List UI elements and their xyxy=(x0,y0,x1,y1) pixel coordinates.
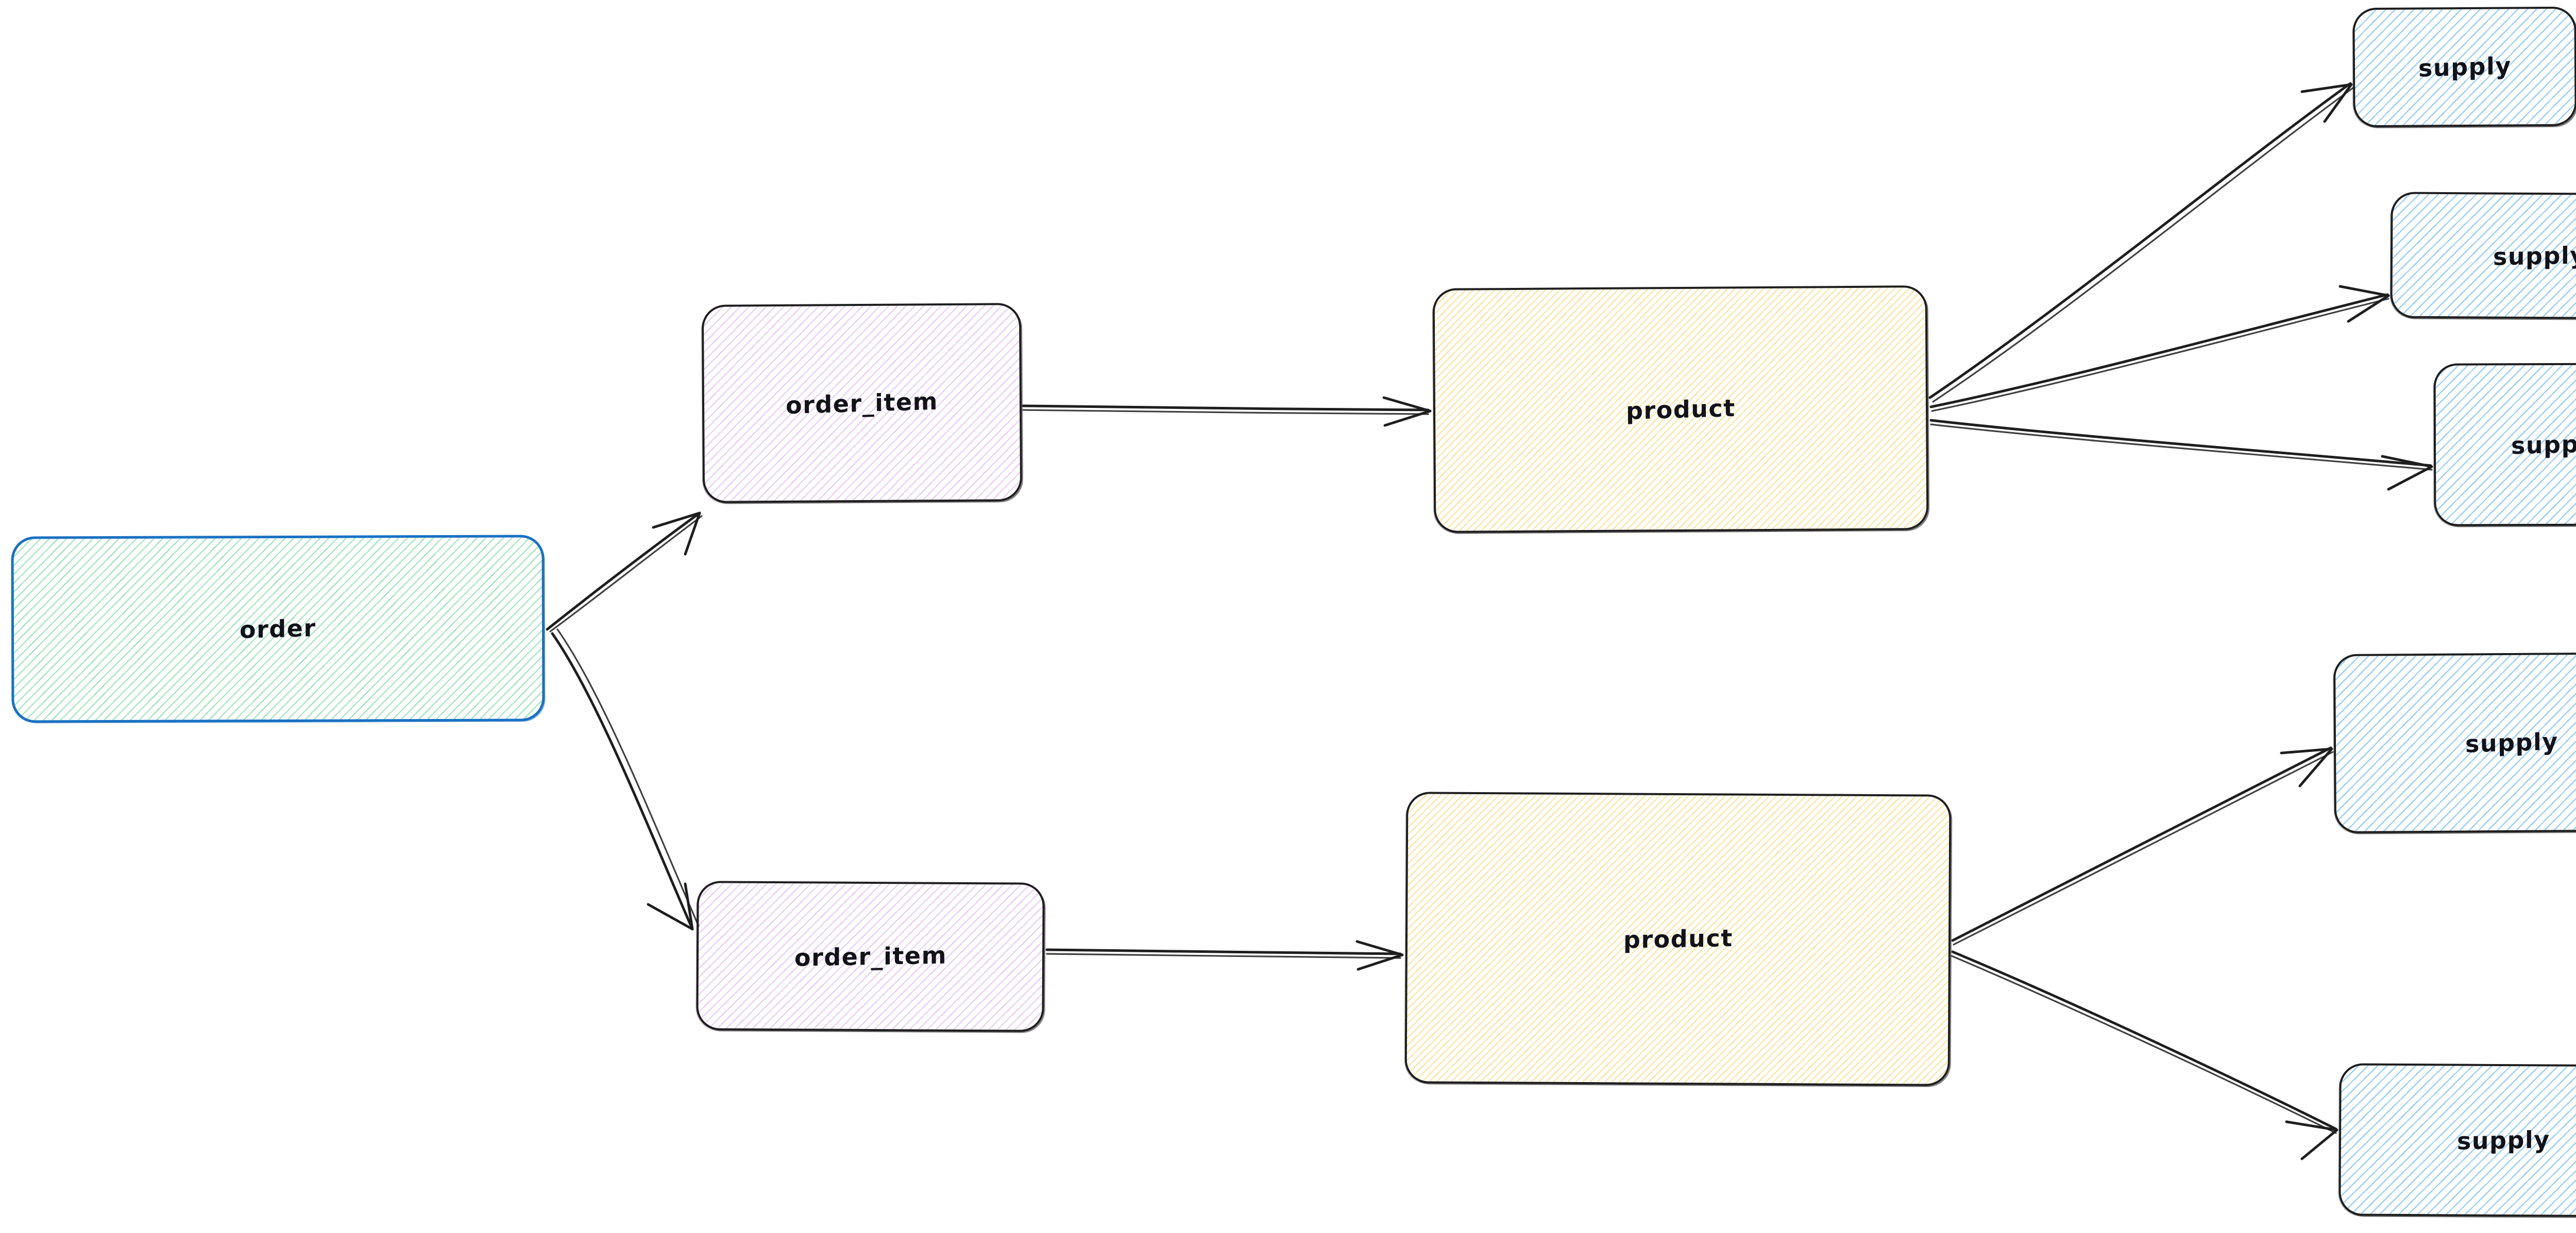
node-product_2[interactable]: product xyxy=(1404,792,1952,1086)
edge-product-2-to-supply-5 xyxy=(1951,950,2338,1160)
node-label: supply xyxy=(2511,429,2576,460)
node-order_item_2[interactable]: order_item xyxy=(696,881,1045,1032)
node-label: order_item xyxy=(785,387,939,419)
node-label: supply xyxy=(2493,241,2576,271)
node-label: order_item xyxy=(794,941,947,972)
node-label: supply xyxy=(2465,727,2558,758)
node-supply_4[interactable]: supply xyxy=(2333,652,2576,834)
edge-product-1-to-supply-1 xyxy=(1928,82,2354,403)
edge-product-2-to-supply-4 xyxy=(1951,746,2334,946)
node-label: supply xyxy=(2418,52,2512,82)
node-product_1[interactable]: product xyxy=(1432,285,1929,533)
node-order[interactable]: order xyxy=(11,535,545,723)
edge-product-1-to-supply-2 xyxy=(1929,285,2390,412)
node-label: product xyxy=(1623,924,1733,954)
edge-order-item-2-to-product-2 xyxy=(1045,940,1404,971)
edge-order-to-order-item-1 xyxy=(546,511,703,632)
node-label: supply xyxy=(2456,1125,2550,1155)
node-order_item_1[interactable]: order_item xyxy=(701,303,1023,503)
edge-order-item-1-to-product-1 xyxy=(1022,396,1432,427)
node-supply_2[interactable]: supply xyxy=(2390,192,2576,320)
node-supply_5[interactable]: supply xyxy=(2338,1063,2576,1218)
node-supply_1[interactable]: supply xyxy=(2352,6,2576,128)
node-supply_3[interactable]: supply xyxy=(2433,363,2576,526)
node-label: product xyxy=(1625,393,1736,425)
node-label: order xyxy=(240,614,316,644)
edge-order-to-order-item-2 xyxy=(551,628,700,931)
edge-product-1-to-supply-3 xyxy=(1929,419,2433,491)
